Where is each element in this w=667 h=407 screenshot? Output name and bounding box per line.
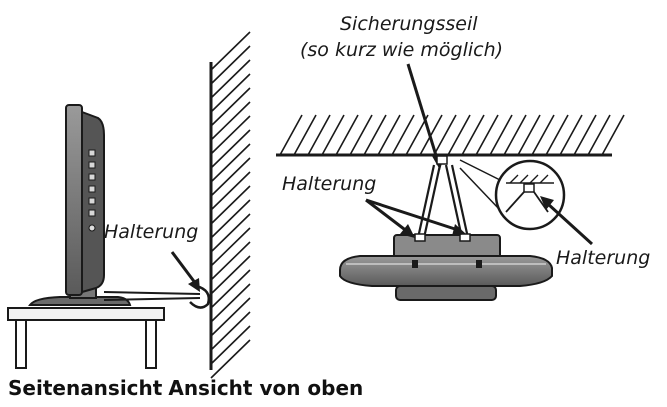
hatch-line	[559, 114, 583, 156]
hatch-line	[210, 339, 251, 379]
hatch-line	[210, 87, 251, 127]
hatch-line	[210, 143, 251, 183]
hatch-line	[503, 114, 527, 156]
hatch-line	[321, 114, 345, 156]
hatch-line	[391, 114, 415, 156]
tv-side-profile	[28, 104, 132, 306]
hatch-line	[335, 114, 359, 156]
hatch-line	[601, 114, 625, 156]
hatch-line	[210, 31, 251, 71]
hatch-line	[210, 185, 251, 225]
hatch-line	[447, 114, 471, 156]
label-safety-rope-line2: (so kurz wie möglich)	[300, 39, 503, 61]
table	[7, 307, 165, 369]
hatch-line	[475, 114, 499, 156]
arrow-bracket-detail	[540, 196, 594, 246]
safety-rope-top	[416, 164, 470, 239]
hatch-line	[210, 199, 251, 239]
hatch-line	[587, 114, 611, 156]
hatch-line	[349, 114, 373, 156]
hatch-line	[210, 213, 251, 253]
hatch-line	[573, 114, 597, 156]
hatch-line	[210, 227, 251, 267]
hatch-line	[517, 114, 541, 156]
hatch-line	[531, 114, 555, 156]
hatch-line	[307, 114, 331, 156]
hatch-line	[279, 114, 303, 156]
hatch-line	[210, 157, 251, 197]
detail-magnifier	[459, 159, 566, 231]
hatch-line	[210, 73, 251, 113]
label-safety-rope-line1: Sicherungsseil	[340, 13, 478, 35]
hatch-line	[210, 45, 251, 85]
arrow-bracket-side	[170, 251, 200, 292]
hatch-line	[433, 114, 457, 156]
wall-side-view	[209, 31, 251, 379]
hatch-line	[210, 283, 251, 323]
hatch-line	[210, 255, 251, 295]
hatch-line	[210, 115, 251, 155]
hatch-line	[210, 101, 251, 141]
hatch-line	[210, 297, 251, 337]
hatch-line	[293, 114, 317, 156]
arrows-bracket-top	[365, 198, 466, 238]
hatch-line	[210, 129, 251, 169]
label-bracket-side: Halterung	[104, 221, 198, 243]
label-bracket-detail: Halterung	[556, 247, 650, 269]
label-bracket-top: Halterung	[282, 173, 376, 195]
caption-top-view: Ansicht von oben	[168, 376, 364, 400]
hatch-line	[210, 311, 251, 351]
caption-side-view: Seitenansicht	[8, 376, 163, 400]
tv-top-view	[339, 233, 553, 301]
hatch-line	[489, 114, 513, 156]
hatch-line	[545, 114, 569, 156]
hatch-line	[363, 114, 387, 156]
wall-top-view	[276, 114, 625, 157]
hatch-line	[210, 269, 251, 309]
safety-rope-side	[103, 284, 210, 309]
hatch-line	[377, 114, 401, 156]
hatch-line	[210, 171, 251, 211]
hatch-line	[461, 114, 485, 156]
wall-anchor-top	[436, 155, 448, 165]
hatch-line	[210, 325, 251, 365]
hatch-line	[210, 241, 251, 281]
hatch-line	[210, 59, 251, 99]
